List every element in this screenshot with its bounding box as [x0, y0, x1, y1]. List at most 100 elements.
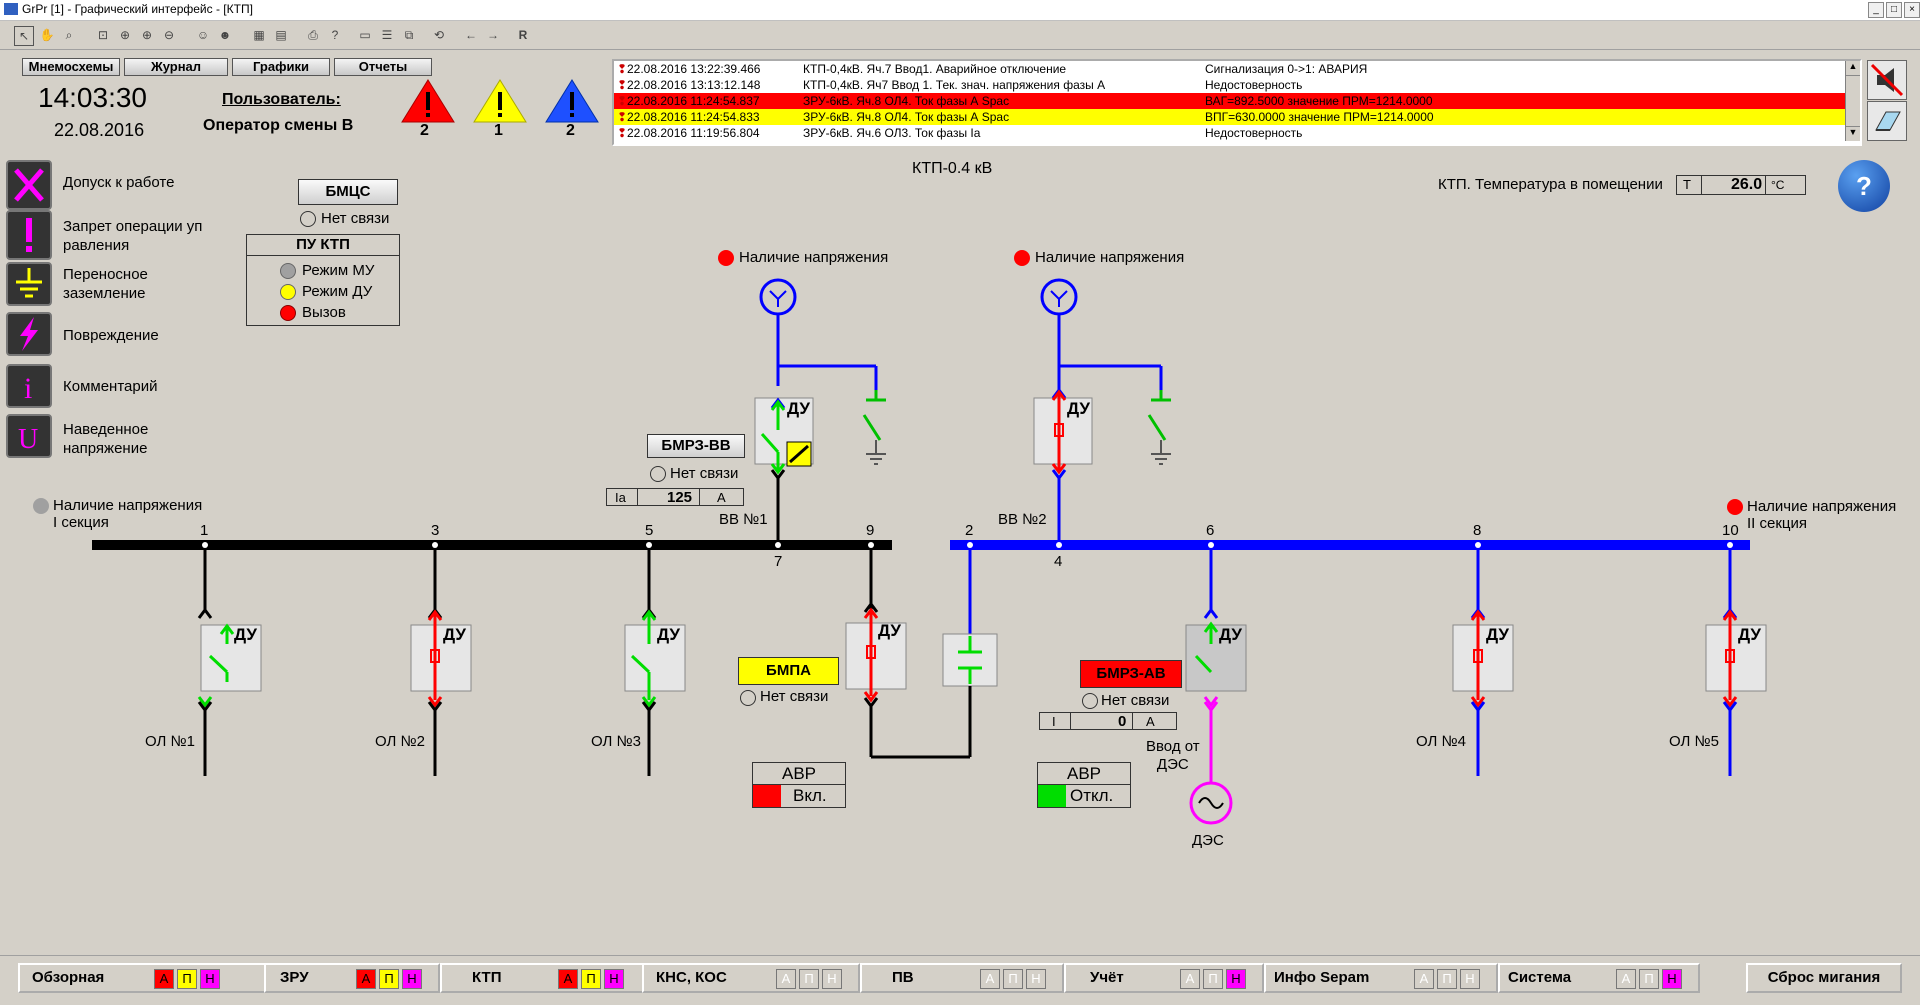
- alarm-red-icon[interactable]: [400, 78, 456, 126]
- alarm-yellow-icon[interactable]: [472, 78, 528, 126]
- temperature-unit: °С: [1771, 178, 1785, 192]
- legend-grounding-icon: [6, 262, 52, 306]
- hand-icon[interactable]: ✋: [39, 28, 55, 42]
- forward-arrow-icon[interactable]: →: [487, 28, 499, 42]
- zoom-area-icon[interactable]: ⊕: [119, 28, 131, 42]
- i-readout: I 0 А: [1039, 712, 1177, 730]
- r-button[interactable]: R: [518, 28, 528, 42]
- bottom-tab-zru[interactable]: ЗРУ А П Н: [264, 963, 440, 993]
- scroll-up-icon[interactable]: ▲: [1846, 61, 1860, 76]
- reset-blink-label: Сброс мигания: [1767, 969, 1881, 986]
- legend-exclamation-icon: [6, 210, 52, 260]
- bottom-tab-system[interactable]: Система А П Н: [1498, 963, 1700, 993]
- toolbar: ↖ ✋ ⌕ ⊡ ⊕ ⊕ ⊖ ☺ ☻ ▦ ▤ ⎙ ? ▭ ☰ ⧉ ⟲ ← → R: [0, 21, 1920, 50]
- bottom-tab-info-sepam[interactable]: Инфо Sepam А П Н: [1264, 963, 1498, 993]
- zoom-out-icon[interactable]: ⊖: [163, 28, 175, 42]
- bmpa-button[interactable]: БМПА: [738, 657, 839, 685]
- voltage-label-input2: Наличие напряжения: [1035, 249, 1185, 266]
- apn-a: А: [1414, 969, 1434, 989]
- people-icon[interactable]: ☺: [196, 28, 210, 42]
- bmrz-vv-button[interactable]: БМРЗ-ВВ: [647, 434, 745, 458]
- mute-sound-button[interactable]: [1867, 60, 1907, 100]
- help-button[interactable]: ?: [1838, 160, 1890, 212]
- event-log-scrollbar[interactable]: ▲ ▼: [1845, 61, 1860, 141]
- event-object: КТП-0,4кВ. Яч7 Ввод 1. Тек. знач. напряж…: [803, 78, 1106, 92]
- nav-journal[interactable]: Журнал: [124, 58, 228, 76]
- zoom-icon[interactable]: ⌕: [65, 28, 73, 42]
- svg-text:i: i: [24, 372, 32, 405]
- zoom-fit-icon[interactable]: ⊡: [97, 28, 109, 42]
- bottom-tab-label: ЗРУ: [280, 969, 309, 986]
- apn-a: А: [356, 969, 376, 989]
- divider: [1070, 713, 1071, 729]
- nav-reports[interactable]: Отчеты: [334, 58, 432, 76]
- nav-mnemo[interactable]: Мнемосхемы: [22, 58, 120, 76]
- avr2-title: АВР: [1038, 763, 1130, 785]
- bmcs-button[interactable]: БМЦС: [298, 179, 398, 205]
- maximize-button[interactable]: □: [1886, 2, 1902, 18]
- window1-icon[interactable]: ▭: [359, 28, 371, 42]
- bottom-tab-uchet[interactable]: Учёт А П Н: [1064, 963, 1264, 993]
- notebook-button[interactable]: [1867, 101, 1907, 141]
- bmrz-vv-link-indicator: [650, 466, 666, 482]
- ia-value: 125: [667, 489, 693, 506]
- zoom-in-icon[interactable]: ⊕: [141, 28, 153, 42]
- cell-number: 2: [965, 522, 974, 539]
- ia-label: Ia: [615, 490, 626, 505]
- event-datetime: 22.08.2016 11:19:56.804: [627, 126, 760, 140]
- table-icon[interactable]: ▦: [253, 28, 265, 42]
- event-datetime: 22.08.2016 13:22:39.466: [627, 62, 761, 76]
- mode-du-label: Режим ДУ: [302, 283, 373, 300]
- des-input-label: Ввод от ДЭС: [1146, 738, 1200, 773]
- legend-label: Повреждение: [63, 327, 159, 344]
- scroll-down-icon[interactable]: ▼: [1846, 126, 1860, 141]
- bottom-tab-kns-kos[interactable]: КНС, КОС А П Н: [642, 963, 860, 993]
- avr1-panel[interactable]: АВР Вкл.: [752, 762, 846, 808]
- print-icon[interactable]: ⎙: [308, 28, 318, 42]
- apn-a: А: [558, 969, 578, 989]
- bottom-tab-label: КНС, КОС: [656, 969, 727, 986]
- minimize-button[interactable]: _: [1868, 2, 1884, 18]
- bottom-tab-ktp[interactable]: КТП А П Н: [440, 963, 644, 993]
- reset-blink-button[interactable]: Сброс мигания: [1746, 963, 1902, 993]
- apn-n: Н: [200, 969, 220, 989]
- nav-charts[interactable]: Графики: [232, 58, 330, 76]
- legend-label: Наведенное напряжение: [63, 421, 149, 457]
- event-icon: ❢: [617, 62, 628, 76]
- apn-p: П: [379, 969, 399, 989]
- user-name: Оператор смены В: [203, 117, 354, 134]
- apn-p: П: [177, 969, 197, 989]
- avr1-state: Вкл.: [793, 786, 827, 805]
- event-value: ВПГ=630.0000 значение ПРМ=1214.0000: [1205, 110, 1434, 124]
- apn-n: Н: [1662, 969, 1682, 989]
- line-label-ol5: ОЛ №5: [1669, 733, 1719, 750]
- mute-speaker-icon: [1870, 63, 1904, 97]
- avr2-panel[interactable]: АВР Откл.: [1037, 762, 1131, 808]
- i-value: 0: [1118, 713, 1127, 730]
- legend-label: Запрет операции уп равления: [63, 218, 203, 254]
- feeder-ol5-cell: [1705, 624, 1767, 692]
- alarm-blue-icon[interactable]: [544, 78, 600, 126]
- window2-icon[interactable]: ☰: [381, 28, 393, 42]
- vv1-label: ВВ №1: [719, 511, 768, 528]
- person-icon[interactable]: ☻: [218, 28, 232, 42]
- window-refresh-icon[interactable]: ⟲: [433, 28, 445, 42]
- bottom-tab-pv[interactable]: ПВ А П Н: [860, 963, 1064, 993]
- close-button[interactable]: ×: [1904, 2, 1920, 18]
- bottom-tab-overview[interactable]: Обзорная А П Н: [18, 963, 266, 993]
- help-icon[interactable]: ?: [331, 28, 339, 42]
- back-arrow-icon[interactable]: ←: [465, 28, 477, 42]
- event-icon: ❢: [617, 94, 628, 108]
- window3-icon[interactable]: ⧉: [404, 28, 414, 42]
- bmrz-av-button[interactable]: БМРЗ-АВ: [1080, 660, 1182, 688]
- call-indicator: [280, 305, 296, 321]
- pointer-icon[interactable]: ↖: [14, 26, 34, 46]
- calc-icon[interactable]: ▤: [275, 28, 287, 42]
- legend-info-icon: i: [6, 364, 52, 408]
